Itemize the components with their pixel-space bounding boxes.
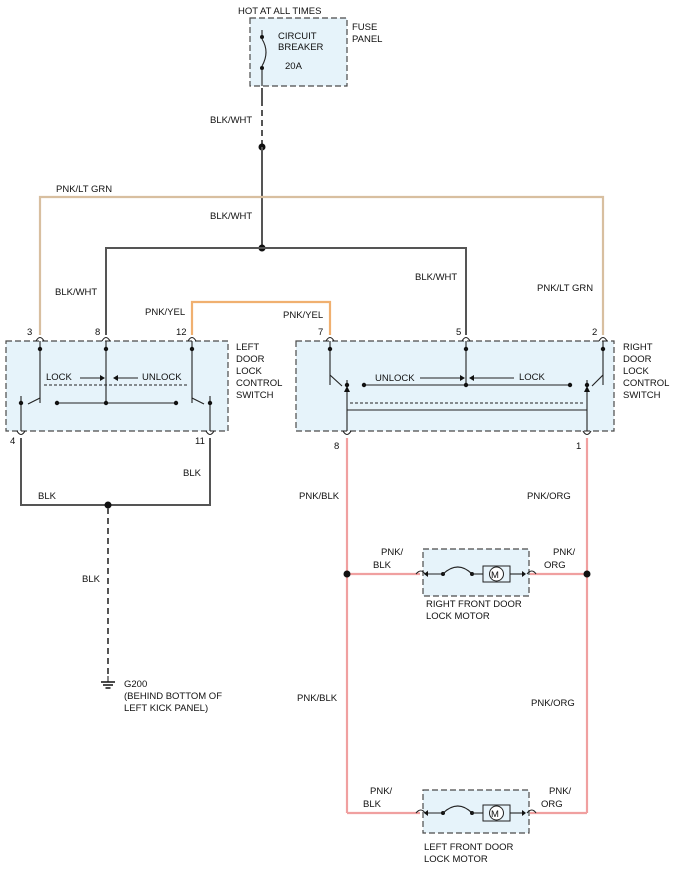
wire-label-pnk-org-1: PNK/ORG — [527, 491, 571, 502]
right-lock-label: LOCK — [519, 372, 546, 383]
ground-location-2: LEFT KICK PANEL) — [124, 703, 208, 714]
breaker-rating: 20A — [285, 61, 303, 72]
ground-splice — [104, 501, 112, 509]
left-switch-name-1: LEFT — [236, 342, 259, 353]
right-switch-name-2: DOOR — [623, 354, 652, 365]
wire-label-blk-wht-2: BLK/WHT — [210, 211, 252, 222]
ground-id: G200 — [124, 679, 147, 690]
left-pin-4: 4 — [10, 436, 15, 447]
wire-label-blk-3: BLK — [82, 574, 101, 585]
right-pin-5: 5 — [456, 327, 461, 338]
wire-label-blk-wht-4: BLK/WHT — [415, 272, 457, 283]
wire-label-pnk-blk-2: PNK/BLK — [297, 693, 338, 704]
left-pin-12: 12 — [176, 327, 187, 338]
right-switch-box — [295, 340, 615, 432]
left-pin-3: 3 — [27, 327, 32, 338]
left-unlock-label: UNLOCK — [142, 372, 182, 383]
right-motor-lead-org: ORG — [544, 560, 566, 571]
left-lock-label: LOCK — [46, 372, 73, 383]
circuit-breaker-symbol — [260, 30, 267, 86]
blk-wht-distribution-wire — [105, 247, 467, 335]
splice-pnk-org — [583, 570, 591, 578]
wire-label-blk-2: BLK — [183, 468, 202, 479]
right-unlock-label: UNLOCK — [375, 373, 415, 384]
left-switch-name-3: LOCK — [236, 366, 263, 377]
right-switch-name-4: CONTROL — [623, 378, 669, 389]
right-pin-1: 1 — [576, 441, 581, 452]
left-motor-name-1: LEFT FRONT DOOR — [424, 842, 514, 853]
wire-label-pnk-yel-1: PNK/YEL — [145, 307, 185, 318]
right-switch-name-5: SWITCH — [623, 390, 661, 401]
left-ground-wire — [20, 438, 211, 506]
breaker-label-1: CIRCUIT — [278, 31, 317, 42]
left-switch-name-5: SWITCH — [236, 390, 274, 401]
left-motor-lead-blk: BLK — [363, 799, 382, 810]
fuse-panel-label-1: FUSE — [352, 22, 377, 33]
right-pin-2: 2 — [592, 327, 597, 338]
right-switch-name-3: LOCK — [623, 366, 650, 377]
right-switch-internal — [327, 341, 606, 431]
right-motor-name-2: LOCK MOTOR — [426, 611, 490, 622]
right-motor-box — [422, 548, 530, 597]
right-motor-lead-pnk-a: PNK/ — [381, 547, 404, 558]
right-motor-name-1: RIGHT FRONT DOOR — [426, 599, 522, 610]
ground-location-1: (BEHIND BOTTOM OF — [124, 691, 222, 702]
splice-pnk-blk — [343, 570, 351, 578]
right-pin-8: 8 — [334, 441, 339, 452]
wire-label-pnk-lt-grn-2: PNK/LT GRN — [537, 283, 593, 294]
left-motor-lead-org: ORG — [541, 799, 563, 810]
wire-label-pnk-lt-grn-1: PNK/LT GRN — [56, 184, 112, 195]
left-pin-11: 11 — [195, 436, 205, 447]
right-motor-symbol: M — [491, 570, 499, 581]
pnk-yel-wire — [190, 300, 332, 335]
left-motor-lead-pnk-a: PNK/ — [370, 786, 393, 797]
wire-label-pnk-blk-1: PNK/BLK — [299, 491, 340, 502]
right-motor-lead-blk: BLK — [373, 560, 392, 571]
right-pin-7: 7 — [318, 327, 323, 338]
left-switch-internal — [18, 341, 213, 431]
wire-label-blk-wht-3: BLK/WHT — [55, 287, 97, 298]
wire-label-pnk-yel-2: PNK/YEL — [283, 310, 323, 321]
fuse-panel-label-2: PANEL — [352, 34, 382, 45]
wire-label-pnk-org-2: PNK/ORG — [531, 698, 575, 709]
left-motor-box — [422, 789, 530, 834]
left-switch-name-4: CONTROL — [236, 378, 282, 389]
right-switch-name-1: RIGHT — [623, 342, 653, 353]
ground-icon — [101, 676, 115, 689]
left-motor-name-2: LOCK MOTOR — [424, 854, 488, 865]
left-switch-connector-top — [16, 336, 215, 436]
right-motor-lead-pnk-b: PNK/ — [553, 547, 576, 558]
left-switch-name-2: DOOR — [236, 354, 265, 365]
hot-at-all-times-label: HOT AT ALL TIMES — [238, 6, 321, 17]
right-motor-internal — [415, 565, 537, 583]
right-switch-connectors — [325, 336, 608, 436]
breaker-label-2: BREAKER — [278, 42, 324, 53]
left-pin-8: 8 — [95, 327, 100, 338]
left-motor-lead-pnk-b: PNK/ — [549, 786, 572, 797]
left-switch-box — [5, 340, 229, 432]
left-motor-internal — [415, 804, 537, 822]
wire-label-blk-wht-1: BLK/WHT — [210, 115, 252, 126]
left-motor-symbol: M — [491, 809, 499, 820]
wire-label-blk-1: BLK — [38, 491, 57, 502]
pnk-lt-grn-wire — [38, 195, 605, 335]
